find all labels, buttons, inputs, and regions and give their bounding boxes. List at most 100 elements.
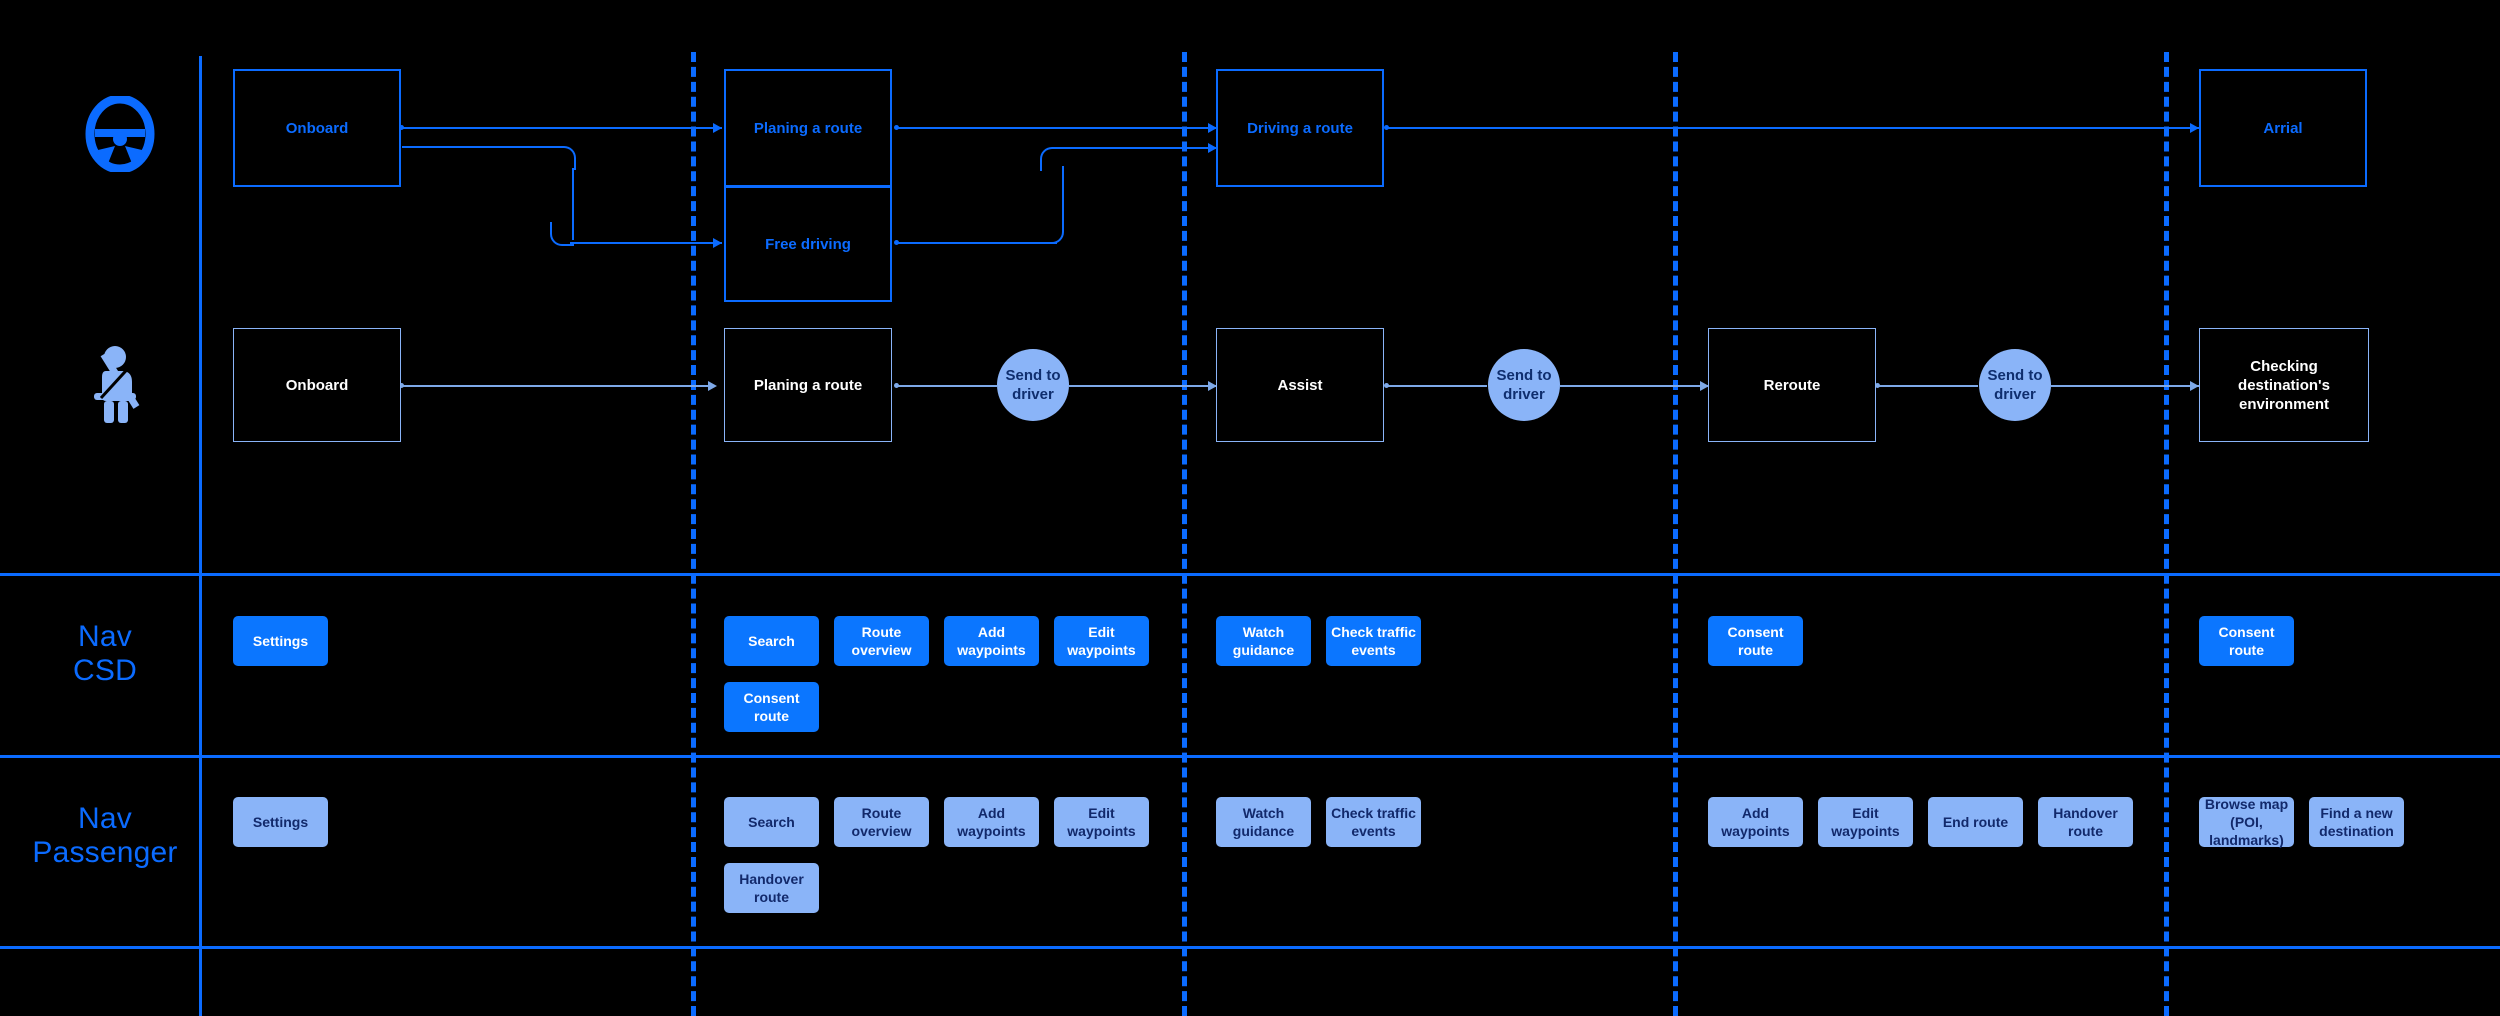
connector-dot (1875, 383, 1880, 388)
chip-label: Settings (252, 814, 309, 830)
flow-box-pax-reroute[interactable]: Reroute (1708, 328, 1876, 442)
seated-passenger-seatbelt-icon (92, 345, 152, 430)
chip-csd-settings[interactable]: Settings (233, 616, 328, 666)
lane-label-nav-passenger-line1: Nav (78, 802, 132, 835)
connector-elbow (550, 222, 574, 246)
flow-box-driver-arrival[interactable]: Arrial (2199, 69, 2367, 187)
flow-node-label: Send to driver (1005, 367, 1061, 403)
chip-label: Handover route (739, 871, 804, 905)
chip-csd-watch-guidance[interactable]: Watch guidance (1216, 616, 1311, 666)
chip-label: Search (748, 814, 795, 830)
chip-pax-search[interactable]: Search (724, 797, 819, 847)
phase-divider-2 (1182, 52, 1187, 1016)
chip-label: Browse map (POI, landmarks) (2204, 796, 2289, 848)
connector-arrow (2190, 123, 2199, 133)
flow-box-pax-onboard[interactable]: Onboard (233, 328, 401, 442)
chip-pax-handover-route-2[interactable]: Handover route (2038, 797, 2133, 847)
chip-label: Edit waypoints (1067, 624, 1136, 658)
lane-divider-1 (0, 573, 2500, 576)
chip-pax-browse-map[interactable]: Browse map (POI, landmarks) (2199, 796, 2294, 848)
chip-csd-add-waypoints[interactable]: Add waypoints (944, 616, 1039, 666)
chip-pax-settings[interactable]: Settings (233, 797, 328, 847)
flow-box-driver-planing-route[interactable]: Planing a route (724, 69, 892, 187)
flow-box-label: Reroute (1763, 376, 1821, 394)
connector-circle1-to-assist (1069, 385, 1217, 387)
chip-label: Check traffic events (1331, 624, 1416, 658)
flow-box-label: Onboard (285, 119, 349, 137)
chip-csd-edit-waypoints[interactable]: Edit waypoints (1054, 616, 1149, 666)
chip-pax-route-overview[interactable]: Route overview (834, 797, 929, 847)
connector-dot (399, 125, 404, 130)
chip-csd-check-traffic-events[interactable]: Check traffic events (1326, 616, 1421, 666)
chip-pax-handover-route-1[interactable]: Handover route (724, 863, 819, 913)
connector-circle2-to-reroute (1560, 385, 1708, 387)
phase-divider-1 (691, 52, 696, 1016)
flow-node-send-to-driver-3[interactable]: Send to driver (1979, 349, 2051, 421)
connector-dot (894, 125, 899, 130)
flow-box-driver-onboard[interactable]: Onboard (233, 69, 401, 187)
flow-box-pax-planing-route[interactable]: Planing a route (724, 328, 892, 442)
chip-label: Search (748, 633, 795, 649)
connector-arrow (2190, 381, 2199, 391)
flow-box-label: Planing a route (753, 119, 863, 137)
connector-arrow (713, 123, 722, 133)
lane-label-nav-csd-line1: Nav (78, 620, 132, 653)
connector-planing-to-driving (897, 127, 1217, 129)
connector-elbow (552, 146, 576, 170)
chip-pax-edit-waypoints-1[interactable]: Edit waypoints (1054, 797, 1149, 847)
flow-box-label: Arrial (2263, 119, 2303, 137)
flow-box-label: Checking destination's environment (2238, 357, 2330, 413)
flow-box-pax-assist[interactable]: Assist (1216, 328, 1384, 442)
lane-divider-3 (0, 946, 2500, 949)
lane-label-nav-csd: Nav CSD (40, 620, 170, 688)
flow-box-label: Driving a route (1247, 119, 1353, 137)
flow-node-send-to-driver-1[interactable]: Send to driver (997, 349, 1069, 421)
chip-label: Handover route (2053, 805, 2118, 839)
chip-pax-check-traffic-events[interactable]: Check traffic events (1326, 797, 1421, 847)
steering-wheel-icon (85, 94, 155, 177)
chip-label: Add waypoints (1721, 805, 1790, 839)
chip-csd-consent-route-1[interactable]: Consent route (724, 682, 819, 732)
flow-node-send-to-driver-2[interactable]: Send to driver (1488, 349, 1560, 421)
flow-box-label: Free driving (765, 235, 851, 253)
connector-pax-onboard-to-planing (402, 385, 714, 387)
chip-label: Route overview (851, 624, 912, 658)
flow-box-label: Onboard (285, 376, 349, 394)
chip-label: Watch guidance (1232, 624, 1295, 658)
connector-onboard-to-free-b (572, 168, 574, 240)
lane-label-nav-csd-line2: CSD (73, 654, 137, 687)
connector-dot (1384, 383, 1389, 388)
connector-free-to-driving-b (1060, 147, 1220, 149)
chip-label: Check traffic events (1331, 805, 1416, 839)
flow-box-driver-free-driving[interactable]: Free driving (724, 186, 892, 302)
connector-circle3-to-checking (2051, 385, 2199, 387)
chip-pax-watch-guidance[interactable]: Watch guidance (1216, 797, 1311, 847)
flow-box-driver-driving-route[interactable]: Driving a route (1216, 69, 1384, 187)
chip-csd-route-overview[interactable]: Route overview (834, 616, 929, 666)
connector-onboard-to-free-a (402, 146, 562, 148)
chip-label: Route overview (851, 805, 912, 839)
connector-arrow (1700, 381, 1709, 391)
connector-arrow (708, 381, 717, 391)
connector-arrow (1208, 381, 1217, 391)
chip-pax-end-route[interactable]: End route (1928, 797, 2023, 847)
chip-label: Add waypoints (957, 805, 1026, 839)
chip-label: Find a new destination (2319, 805, 2394, 839)
connector-assist-to-circle2 (1387, 385, 1487, 387)
connector-onboard-to-free-c (570, 242, 722, 244)
connector-reroute-to-circle3 (1878, 385, 1978, 387)
chip-label: Add waypoints (957, 624, 1026, 658)
chip-csd-consent-route-2[interactable]: Consent route (1708, 616, 1803, 666)
chip-pax-add-waypoints-2[interactable]: Add waypoints (1708, 797, 1803, 847)
flow-box-pax-checking-destination[interactable]: Checking destination's environment (2199, 328, 2369, 442)
chip-label: Edit waypoints (1067, 805, 1136, 839)
chip-label: Consent route (1727, 624, 1784, 658)
flow-box-label: Planing a route (753, 376, 863, 394)
chip-csd-search[interactable]: Search (724, 616, 819, 666)
chip-pax-add-waypoints-1[interactable]: Add waypoints (944, 797, 1039, 847)
chip-pax-edit-waypoints-2[interactable]: Edit waypoints (1818, 797, 1913, 847)
chip-pax-find-new-destination[interactable]: Find a new destination (2309, 797, 2404, 847)
connector-dot (399, 383, 404, 388)
chip-csd-consent-route-3[interactable]: Consent route (2199, 616, 2294, 666)
connector-arrow (1208, 123, 1217, 133)
